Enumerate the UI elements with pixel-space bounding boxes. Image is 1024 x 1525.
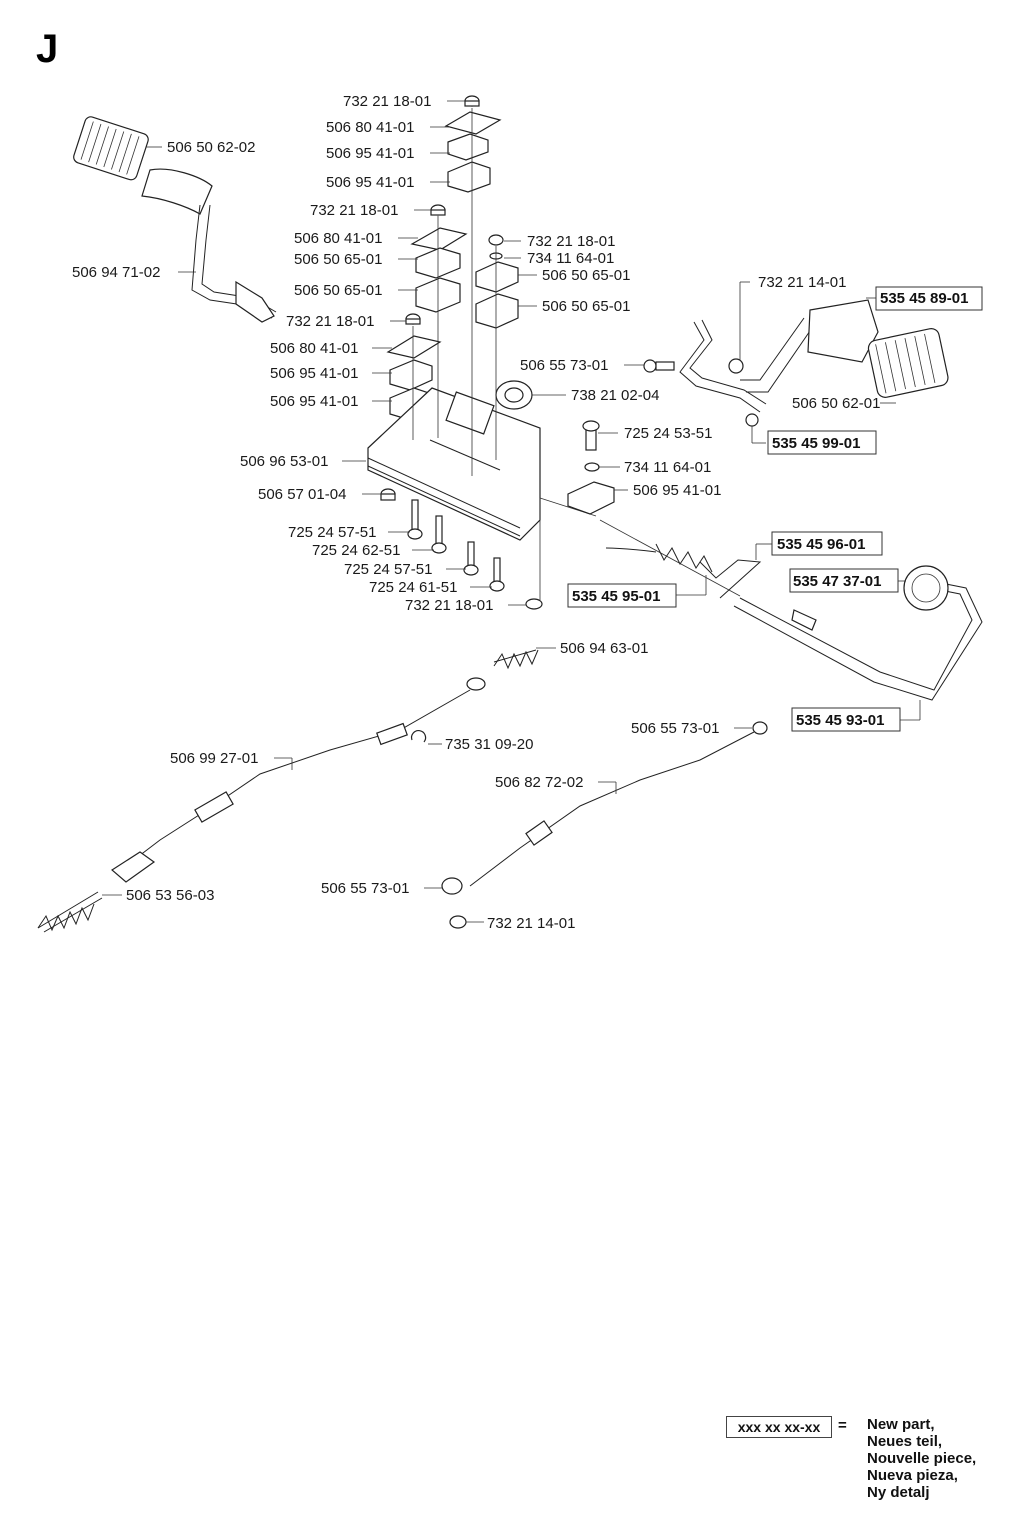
right-pedal-pad-icon [867,328,949,398]
legend: xxx xx xx-xx = New part, Neues teil, Nou… [724,1416,1014,1516]
left-pedal-pad-icon [73,116,149,181]
part-label: 506 50 65-01 [294,251,382,268]
leader-lines [102,100,921,923]
part-label: 506 80 41-01 [326,119,414,136]
part-label: 732 21 18-01 [286,313,374,330]
right-pedal-assembly [643,299,949,427]
part-label: 506 80 41-01 [270,340,358,357]
part-labels: 732 21 18-01 506 80 41-01 506 95 41-01 5… [72,93,968,932]
new-part-boxes [567,286,983,732]
part-label: 506 55 73-01 [631,720,719,737]
part-label: 734 11 64-01 [527,250,614,267]
part-label: 506 55 73-01 [321,880,409,897]
part-label-new: 535 45 89-01 [880,290,968,307]
round-knob-icon [903,565,949,611]
mount-stack-4 [475,234,519,329]
part-label-new: 535 45 99-01 [772,435,860,452]
part-label: 506 94 71-02 [72,264,160,281]
part-label: 725 24 57-51 [344,561,432,578]
part-label: 506 50 62-01 [792,395,880,412]
part-label: 506 95 41-01 [270,393,358,410]
part-label: 506 95 41-01 [326,145,414,162]
part-label: 725 24 62-51 [312,542,400,559]
bushing [495,380,533,410]
part-label: 506 82 72-02 [495,774,583,791]
part-label: 732 21 14-01 [487,915,575,932]
part-label: 732 21 18-01 [405,597,493,614]
part-label: 732 21 18-01 [527,233,615,250]
right-fixings [567,420,615,515]
part-label-new: 535 45 95-01 [572,588,660,605]
part-label: 506 53 56-03 [126,887,214,904]
part-label: 506 99 27-01 [170,750,258,767]
part-label: 506 55 73-01 [520,357,608,374]
section-letter: J [36,27,58,71]
part-label: 506 94 63-01 [560,640,648,657]
part-label: 506 95 41-01 [633,482,721,499]
springs [37,649,539,932]
part-label: 725 24 61-51 [369,579,457,596]
cables [37,649,768,933]
part-label: 506 50 65-01 [294,282,382,299]
legend-code-box: xxx xx xx-xx [726,1416,832,1438]
legend-line: New part, [867,1416,935,1433]
legend-line: Nouvelle piece, [867,1450,977,1467]
part-label: 506 80 41-01 [294,230,382,247]
legend-line: Nueva pieza, [867,1467,958,1484]
part-label: 734 11 64-01 [624,459,711,476]
legend-equals: = [838,1417,847,1434]
part-label: 506 96 53-01 [240,453,328,470]
mount-stack-2 [410,204,468,313]
part-label: 725 24 53-51 [624,425,712,442]
part-label: 732 21 14-01 [758,274,846,291]
part-label: 735 31 09-20 [445,736,533,753]
part-label: 506 95 41-01 [326,174,414,191]
part-label-new: 535 45 96-01 [777,536,865,553]
part-label: 506 57 01-04 [258,486,346,503]
part-label: 506 50 62-02 [167,139,255,156]
part-label: 732 21 18-01 [343,93,431,110]
bolts [380,488,543,610]
part-label-new: 535 47 37-01 [793,573,881,590]
right-pedal-cover-icon [807,299,879,363]
part-label: 506 50 65-01 [542,298,630,315]
spring-shaft-assembly [599,519,983,701]
part-label: 725 24 57-51 [288,524,376,541]
clip-icon [410,730,427,743]
part-label: 732 21 18-01 [310,202,398,219]
left-pedal-cover-icon [141,168,213,215]
left-pedal-assembly [73,116,277,323]
mount-stack-1 [444,95,502,193]
legend-line: Neues teil, [867,1433,943,1450]
part-label: 506 95 41-01 [270,365,358,382]
legend-text: New part, Neues teil, Nouvelle piece, Nu… [867,1416,976,1501]
part-label: 506 50 65-01 [542,267,630,284]
legend-line: Ny detalj [867,1484,930,1501]
part-label: 738 21 02-04 [571,387,659,404]
part-label-new: 535 45 93-01 [796,712,884,729]
base-plate [367,387,541,541]
